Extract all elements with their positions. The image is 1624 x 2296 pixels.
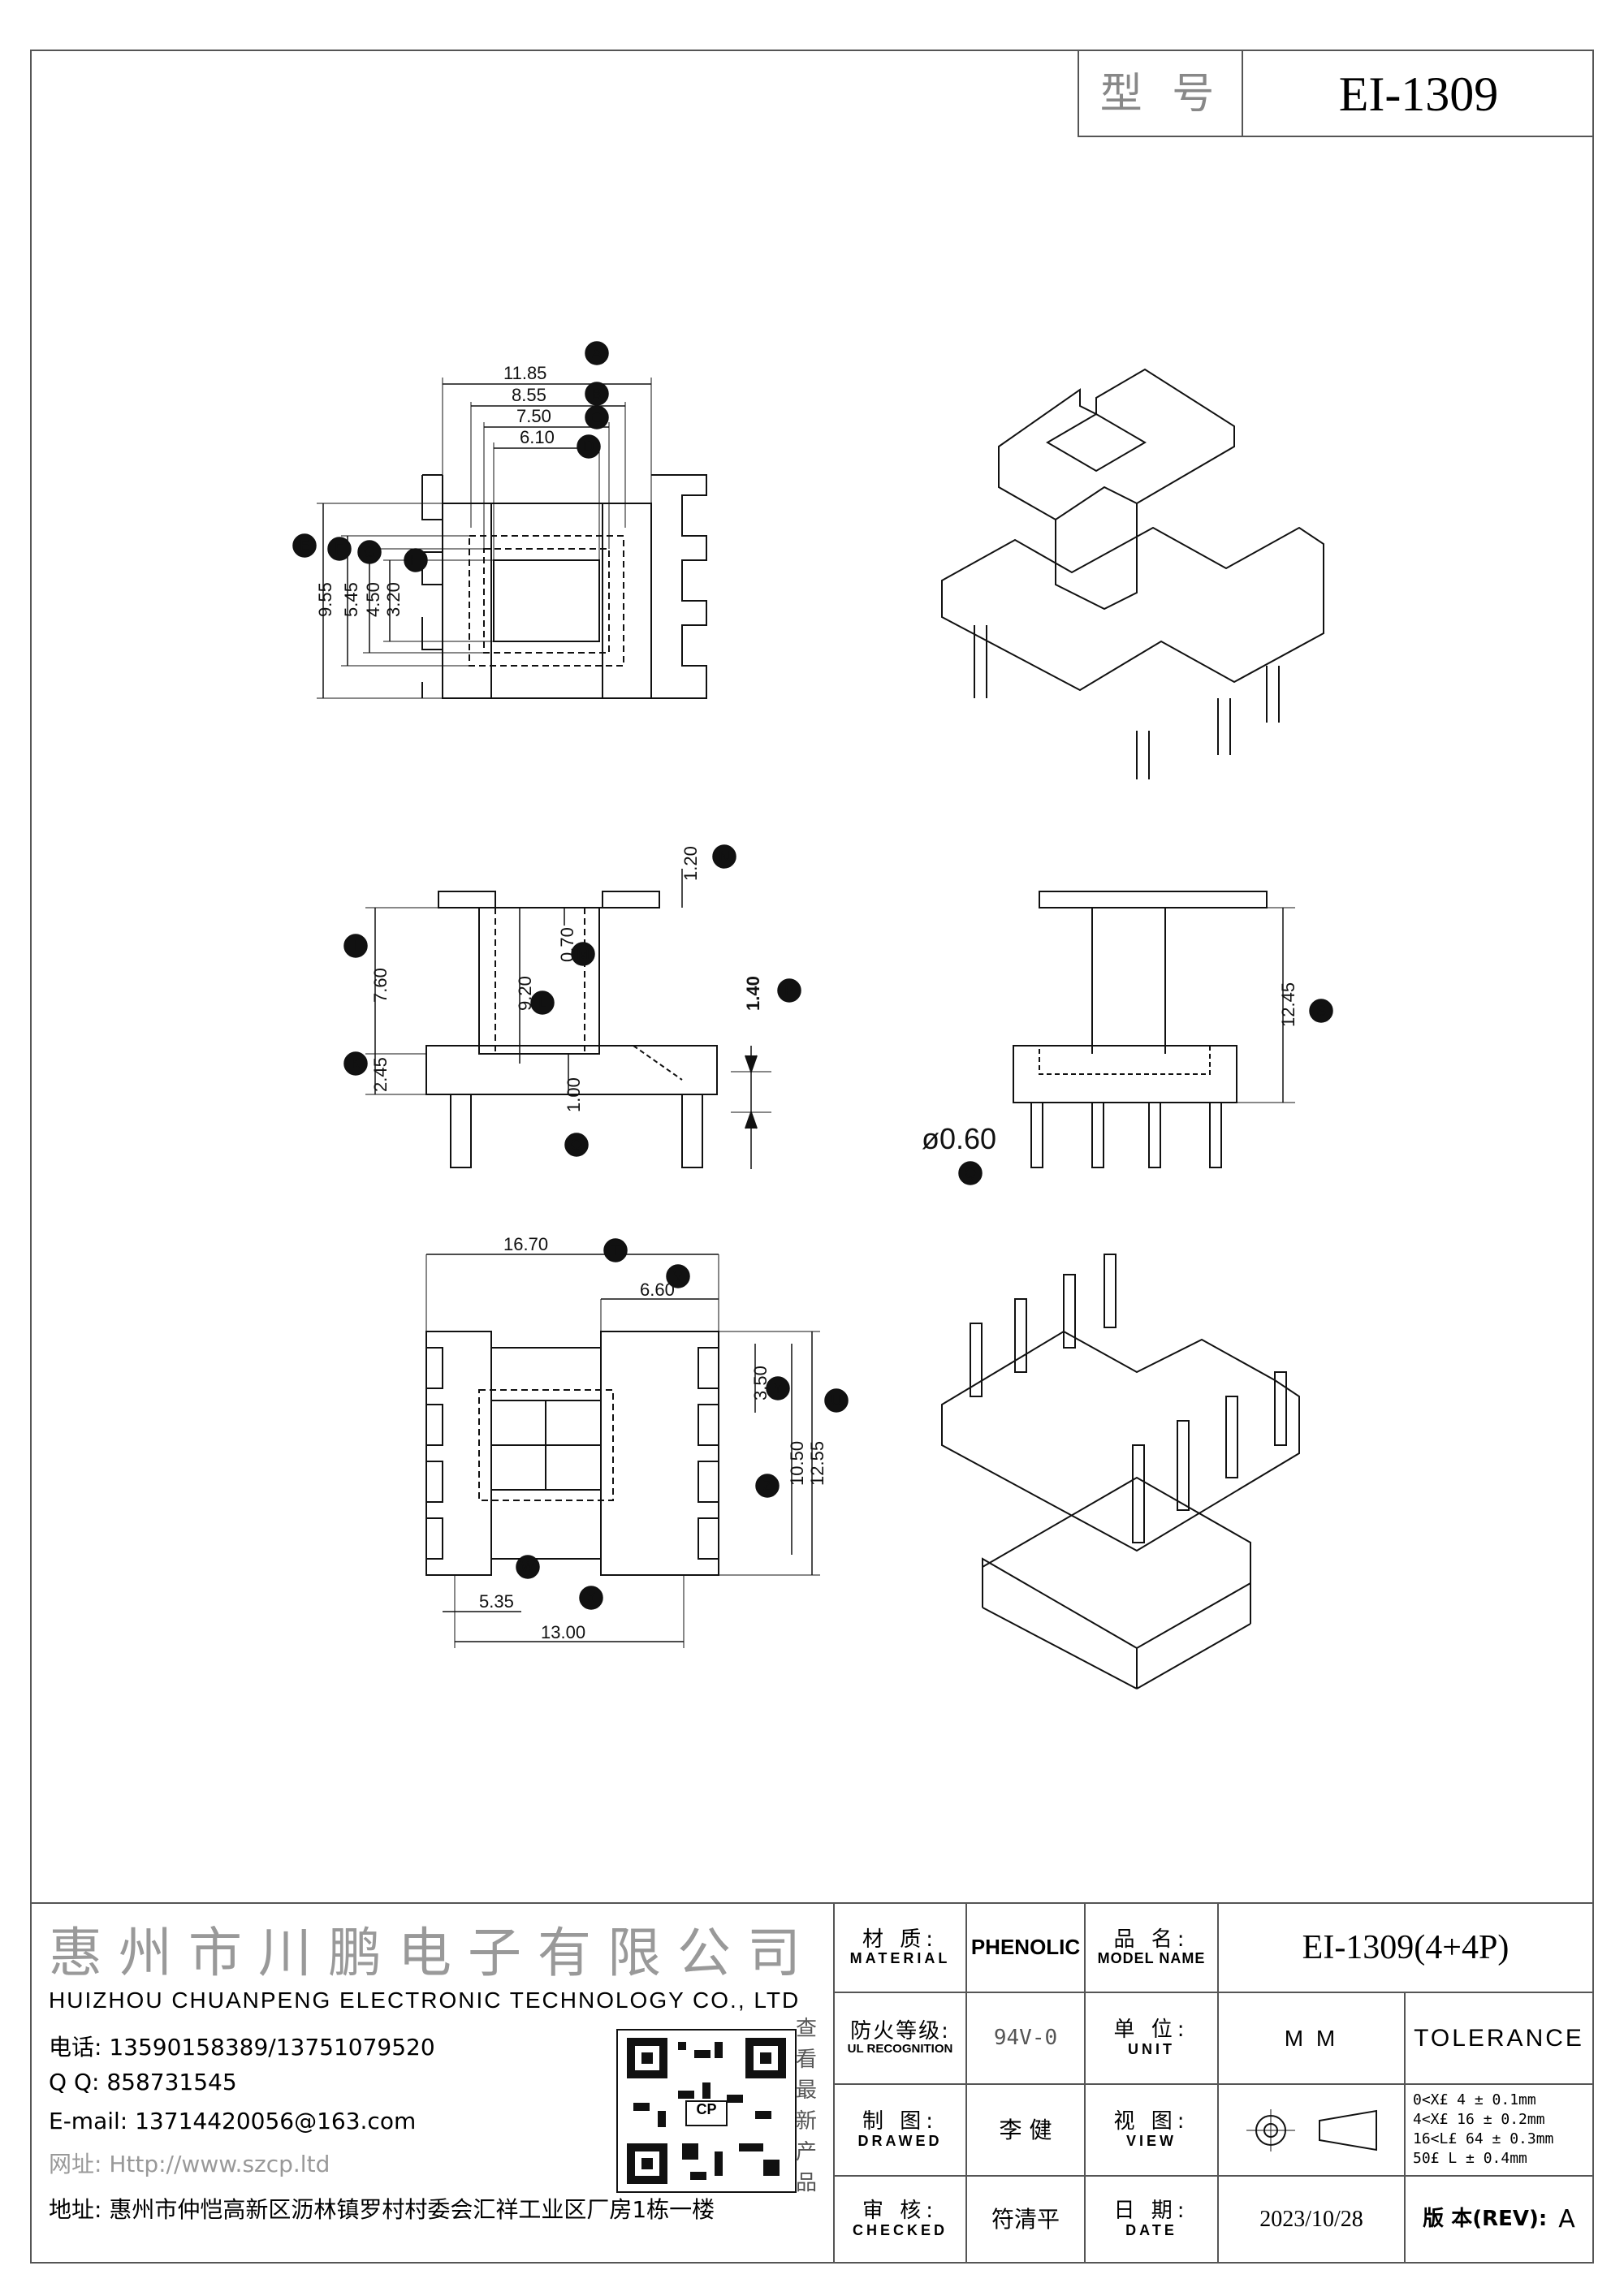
dim-b: 8.55 xyxy=(512,385,546,405)
isometric-view-top xyxy=(941,368,1324,779)
tag-k: K xyxy=(351,1055,361,1072)
date-label: 日 期: DATE xyxy=(1113,2199,1190,2238)
dim-p: 1.40 xyxy=(743,976,763,1011)
tag-g: G xyxy=(364,544,375,560)
tag-o: O xyxy=(571,1137,582,1153)
tag-c: C xyxy=(592,409,603,425)
material-value: PHENOLIC xyxy=(970,1935,1081,1960)
checked-label: 审 核: CHECKED xyxy=(852,2199,948,2238)
website[interactable]: 网址: Http://www.szcp.ltd xyxy=(49,2151,330,2177)
ul-label: 防火等级: UL RECOGNITION xyxy=(847,2018,953,2056)
dim-c: 7.50 xyxy=(516,406,551,426)
tag-q: Q xyxy=(965,1165,976,1181)
qr-center-label: CP xyxy=(696,2101,717,2117)
tolerance-label: TOLERANCE xyxy=(1414,2024,1584,2052)
tag-b: B xyxy=(592,386,602,402)
dim-e: 9.55 xyxy=(315,582,335,617)
tag-i: I xyxy=(353,938,357,954)
front-view xyxy=(365,869,771,1169)
tag-y: Y xyxy=(773,1380,783,1396)
qr-caption: 查看最新产品 xyxy=(796,2017,818,2195)
rev-value: A xyxy=(1558,2204,1575,2233)
tag-t: T xyxy=(611,1242,620,1258)
view-label: 视 图: VIEW xyxy=(1113,2109,1190,2149)
tag-s: S xyxy=(1316,1003,1326,1019)
tag-m: M xyxy=(577,946,590,962)
qq: Q Q: 858731545 xyxy=(49,2069,237,2095)
dim-u: 12.55 xyxy=(807,1441,827,1486)
dim-h: 3.20 xyxy=(383,582,404,617)
tag-n: N xyxy=(719,848,730,865)
tag-f: F xyxy=(335,541,344,557)
dim-s: 12.45 xyxy=(1278,982,1298,1027)
material-label: 材 质: MATERIAL xyxy=(849,1927,951,1967)
dim-i: 7.60 xyxy=(370,968,391,1003)
tag-a: A xyxy=(592,345,602,361)
ul-value: 94V-0 xyxy=(993,2025,1058,2050)
tag-w: W xyxy=(521,1559,535,1575)
model-name-label: 品 名: MODEL NAME xyxy=(1097,1927,1206,1967)
model-value: EI-1309 xyxy=(1338,67,1499,121)
dim-q: ø0.60 xyxy=(922,1122,996,1155)
company-name-cn: 惠州市川鹏电子有限公司 xyxy=(49,1922,817,1984)
dim-x: 13.00 xyxy=(541,1622,585,1642)
rev-label: 版 本(REV): xyxy=(1423,2206,1548,2231)
tag-e: E xyxy=(300,537,309,554)
dim-w: 5.35 xyxy=(479,1591,514,1612)
model-label: 型 号 xyxy=(1099,69,1223,119)
date-value: 2023/10/28 xyxy=(1259,2206,1363,2232)
company-name-en: HUIZHOU CHUANPENG ELECTRONIC TECHNOLOGY … xyxy=(49,1987,801,2013)
tolerance-row: 50£ L ± 0.4mm xyxy=(1413,2150,1527,2167)
tag-h: H xyxy=(411,552,421,568)
top-view xyxy=(317,378,707,699)
dim-a: 11.85 xyxy=(503,363,546,383)
model-name-value: EI-1309(4+4P) xyxy=(1302,1928,1510,1966)
tolerance-row: 0<X£ 4 ± 0.1mm xyxy=(1413,2091,1536,2108)
phone: 电话: 13590158389/13751079520 xyxy=(49,2034,435,2061)
dim-t: 16.70 xyxy=(503,1234,548,1254)
dim-g: 4.50 xyxy=(363,582,383,617)
isometric-view-bottom xyxy=(941,1254,1300,1690)
address: 地址: 惠州市仲恺高新区沥林镇罗村村委会汇祥工业区厂房1栋一楼 xyxy=(49,2196,715,2223)
dim-d: 6.10 xyxy=(520,427,555,447)
dim-k: 2.45 xyxy=(370,1057,391,1092)
tag-z: Z xyxy=(763,1478,772,1494)
dim-z: 10.50 xyxy=(787,1441,807,1486)
checked-value: 符清平 xyxy=(991,2205,1060,2233)
tag-v: V xyxy=(673,1268,683,1284)
drawed-label: 制 图: DRAWED xyxy=(857,2109,943,2149)
tolerance-table: 0<X£ 4 ± 0.1mm 4<X£ 16 ± 0.2mm 16<L£ 64 … xyxy=(1413,2091,1592,2169)
dim-f: 5.45 xyxy=(341,582,361,617)
tag-u: U xyxy=(831,1392,842,1409)
revision: 版 本(REV): A xyxy=(1405,2176,1593,2263)
dim-n: 1.20 xyxy=(680,846,701,881)
unit-label: 单 位: UNIT xyxy=(1113,2018,1190,2057)
unit-value: M M xyxy=(1284,2025,1339,2051)
bottom-view xyxy=(425,1254,820,1648)
tag-x: X xyxy=(586,1590,596,1606)
side-view xyxy=(1013,891,1295,1168)
qr-code xyxy=(616,2029,797,2193)
tolerance-row: 16<L£ 64 ± 0.3mm xyxy=(1413,2130,1554,2147)
tag-p: P xyxy=(784,982,794,999)
projection-symbol-icon xyxy=(1218,2084,1405,2176)
tolerance-row: 4<X£ 16 ± 0.2mm xyxy=(1413,2111,1545,2128)
tag-d: D xyxy=(584,438,594,455)
dim-o: 1.00 xyxy=(564,1077,584,1112)
drawed-value: 李 健 xyxy=(999,2116,1052,2143)
email: E-mail: 13714420056@163.com xyxy=(49,2108,417,2134)
tag-l: L xyxy=(538,995,546,1011)
